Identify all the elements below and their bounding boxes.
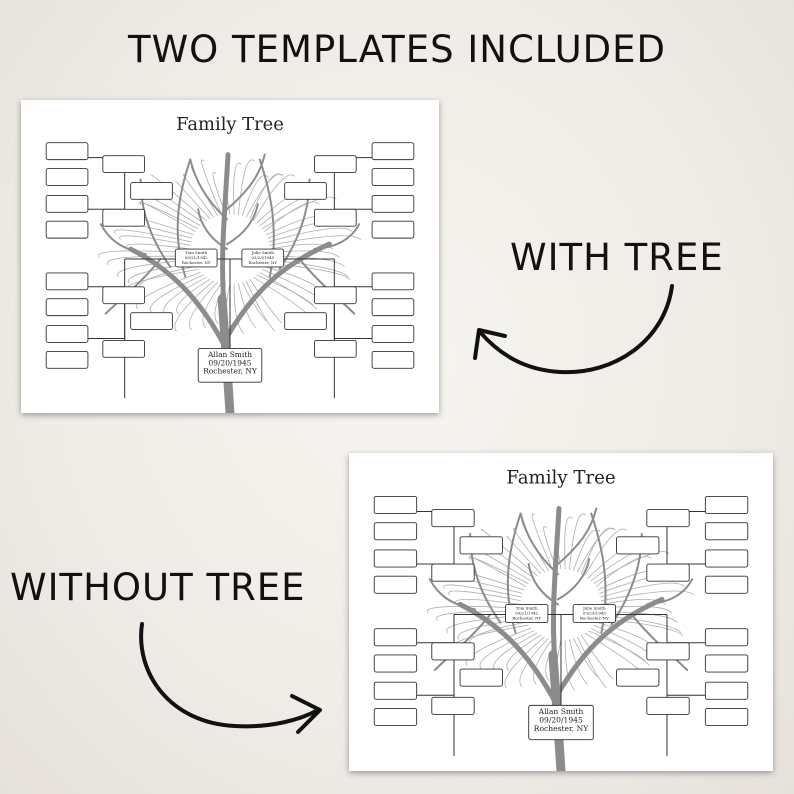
ancestor-box xyxy=(646,509,690,528)
ancestor-box xyxy=(371,142,415,161)
ancestor-box xyxy=(45,220,89,239)
ancestor-box xyxy=(45,168,89,186)
ancestor-box xyxy=(373,707,418,727)
ancestor-box xyxy=(704,522,749,541)
curved-arrow-icon xyxy=(139,622,322,734)
ancestor-box xyxy=(45,298,89,317)
ancestor-boxes xyxy=(373,495,749,727)
ancestor-box xyxy=(704,549,749,568)
svg-text:Tom Smith: Tom Smith xyxy=(516,605,538,610)
ancestor-box xyxy=(704,681,749,700)
svg-text:09/20/1945: 09/20/1945 xyxy=(209,358,252,367)
ancestor-boxes xyxy=(45,142,415,369)
ancestor-box xyxy=(102,208,145,227)
with-tree-label: WITH TREE xyxy=(510,236,724,279)
ancestor-box xyxy=(371,350,415,369)
ancestor-box xyxy=(373,495,418,515)
ancestor-box xyxy=(704,654,749,673)
headline: TWO TEMPLATES INCLUDED xyxy=(127,28,667,71)
ancestor-box xyxy=(373,549,418,568)
ancestor-box xyxy=(371,220,415,239)
ancestor-box xyxy=(314,340,357,358)
template-title: Family Tree xyxy=(506,467,615,488)
ancestor-box xyxy=(373,575,418,594)
svg-text:03/23/1945: 03/23/1945 xyxy=(251,255,274,260)
ancestor-box xyxy=(45,194,89,213)
svg-text:09/20/1945: 09/20/1945 xyxy=(539,716,583,725)
svg-text:Rochester, NY: Rochester, NY xyxy=(182,260,211,265)
svg-text:Rochester, NY: Rochester, NY xyxy=(512,616,541,621)
ancestor-box xyxy=(371,272,415,291)
ancestor-box xyxy=(704,495,749,515)
template-title: Family Tree xyxy=(176,114,284,135)
svg-text:09/21/1942: 09/21/1942 xyxy=(185,255,208,260)
svg-text:Julie Smith: Julie Smith xyxy=(251,250,275,255)
svg-text:Allan Smith: Allan Smith xyxy=(538,707,584,716)
ancestor-box xyxy=(45,142,89,161)
ancestor-box xyxy=(102,155,145,173)
ancestor-box xyxy=(130,312,173,330)
ancestor-box xyxy=(102,340,145,358)
curved-arrow-icon xyxy=(473,284,674,375)
ancestor-box xyxy=(431,563,475,582)
ancestor-box xyxy=(371,168,415,186)
ancestor-box xyxy=(371,298,415,317)
ancestor-box xyxy=(130,182,173,200)
ancestor-box xyxy=(284,182,327,200)
ancestor-box xyxy=(646,563,690,582)
ancestor-box xyxy=(459,536,503,555)
ancestor-box xyxy=(45,272,89,291)
ancestor-box xyxy=(373,628,418,647)
ancestor-box xyxy=(431,642,475,661)
ancestor-box xyxy=(373,654,418,673)
ancestor-box xyxy=(616,668,660,687)
ancestor-box xyxy=(373,681,418,700)
ancestor-box xyxy=(45,325,89,343)
ancestor-box xyxy=(45,350,89,369)
svg-text:Julie Smith: Julie Smith xyxy=(582,605,606,610)
svg-text:Rochester, NY: Rochester, NY xyxy=(580,616,609,621)
ancestor-box xyxy=(704,707,749,727)
ancestor-box xyxy=(373,522,418,541)
ancestor-box xyxy=(431,696,475,715)
svg-text:Rochester, NY: Rochester, NY xyxy=(203,367,257,376)
ancestor-box xyxy=(646,696,690,715)
ancestor-box xyxy=(371,325,415,343)
ancestor-box xyxy=(314,155,357,173)
ancestor-box xyxy=(314,208,357,227)
ancestor-box xyxy=(371,194,415,213)
svg-text:Rochester, NY: Rochester, NY xyxy=(534,724,589,733)
svg-text:Allan Smith: Allan Smith xyxy=(207,350,252,359)
svg-text:09/21/1942: 09/21/1942 xyxy=(515,611,539,616)
ancestor-box xyxy=(704,575,749,594)
without-tree-label: WITHOUT TREE xyxy=(10,566,306,609)
ancestor-box xyxy=(459,668,503,687)
ancestor-box xyxy=(616,536,660,555)
svg-text:Rochester, NY: Rochester, NY xyxy=(249,260,278,265)
ancestor-box xyxy=(284,312,327,330)
ancestor-box xyxy=(314,286,357,305)
svg-text:Tom Smith: Tom Smith xyxy=(185,250,207,255)
ancestor-box xyxy=(102,286,145,305)
ancestor-box xyxy=(646,642,690,661)
ancestor-box xyxy=(704,628,749,647)
ancestor-box xyxy=(431,509,475,528)
svg-text:03/23/1945: 03/23/1945 xyxy=(583,611,607,616)
